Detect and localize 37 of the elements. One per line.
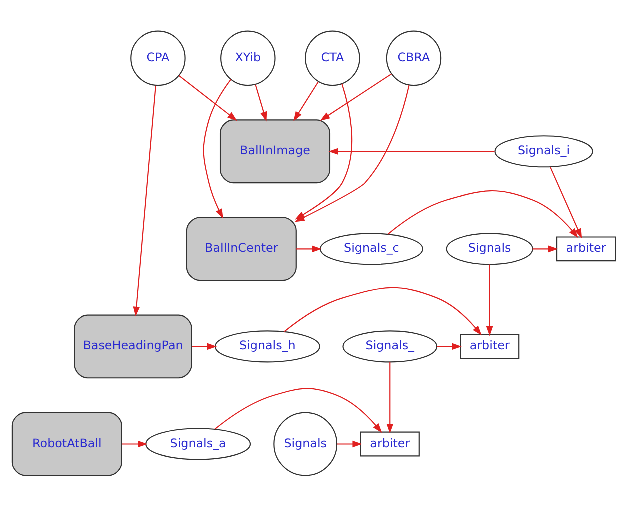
arrow [296,245,322,252]
arrow [122,440,148,448]
arrow [388,190,578,238]
node-box: RobotAtBall [12,412,122,476]
node-circle: CTA [305,30,360,86]
node-box: BaseHeadingPan [74,314,192,378]
node-ellipse: Signals [446,232,534,265]
node-box: arbiter [556,236,616,262]
node-ellipse: Signals_ [342,330,438,362]
node-circle: Signals [274,412,338,476]
arrow [328,148,495,155]
node-box: arbiter [460,334,520,359]
arrow [284,286,482,336]
node-circle: XYib [220,30,276,86]
arrow [532,245,558,252]
node-circle: CPA [130,30,186,86]
arrow [133,85,156,316]
arrow [214,388,382,433]
arrow [294,81,319,121]
node-ellipse: Signals_i [494,135,594,168]
node-ellipse: Signals_h [214,330,320,362]
arrow [486,264,494,336]
arrow [550,166,582,238]
node-box: arbiter [360,431,420,456]
arrow [337,440,362,448]
arrow [192,342,218,350]
node-box: BallInCenter [186,216,297,281]
arrow [437,342,462,350]
arrow [178,74,238,121]
node-box: BallInImage [220,119,331,184]
arrow [386,362,394,434]
arrow [203,78,232,218]
node-ellipse: Signals_a [146,428,252,460]
arrow [255,84,268,122]
node-circle: CBRA [386,30,442,86]
node-ellipse: Signals_c [320,232,424,265]
arrow [320,73,392,121]
